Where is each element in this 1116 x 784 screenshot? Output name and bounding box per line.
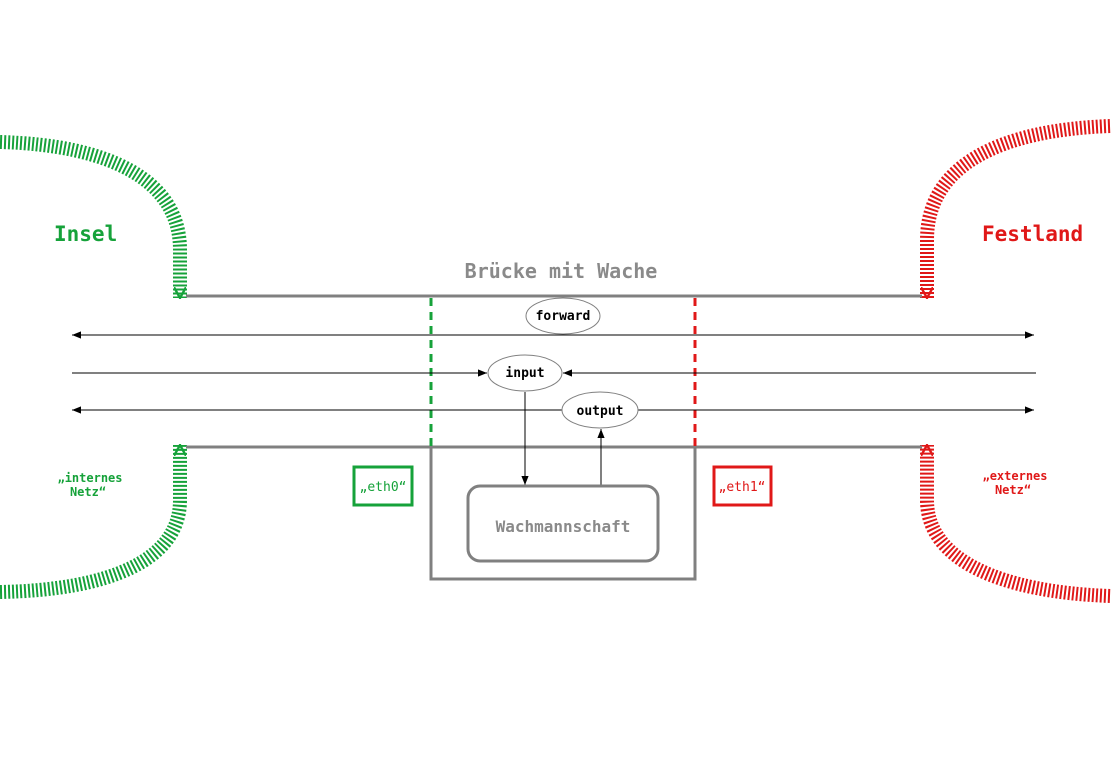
forward-chain-label: forward	[536, 309, 591, 324]
island-label: Insel	[54, 222, 117, 246]
eth0-box	[352, 465, 414, 507]
eth1-box	[712, 465, 773, 507]
guard-house-walls	[429, 447, 697, 581]
internal-network-label-line1: „internes	[57, 471, 122, 485]
mainland-coast-bottom	[920, 445, 1111, 603]
internal-network-label-line2: Netz“	[70, 485, 106, 499]
mainland-coast-top	[920, 119, 1111, 298]
output-chain-label: output	[577, 404, 624, 419]
mainland-label: Festland	[982, 222, 1083, 246]
guard-box	[466, 484, 660, 563]
external-network-label-line2: Netz“	[995, 483, 1031, 497]
input-chain-label: input	[505, 366, 544, 381]
output-chain-node	[561, 391, 639, 429]
island-coast-bottom	[0, 445, 187, 599]
forward-chain-node	[525, 297, 601, 335]
island-coast-top	[0, 135, 187, 298]
bridge-title: Brücke mit Wache	[465, 259, 658, 283]
guard-label: Wachmannschaft	[496, 517, 631, 536]
input-chain-node	[487, 354, 563, 392]
external-network-label-line1: „externes	[982, 469, 1047, 483]
eth1-label: „eth1“	[719, 480, 766, 495]
eth0-label: „eth0“	[360, 480, 407, 495]
